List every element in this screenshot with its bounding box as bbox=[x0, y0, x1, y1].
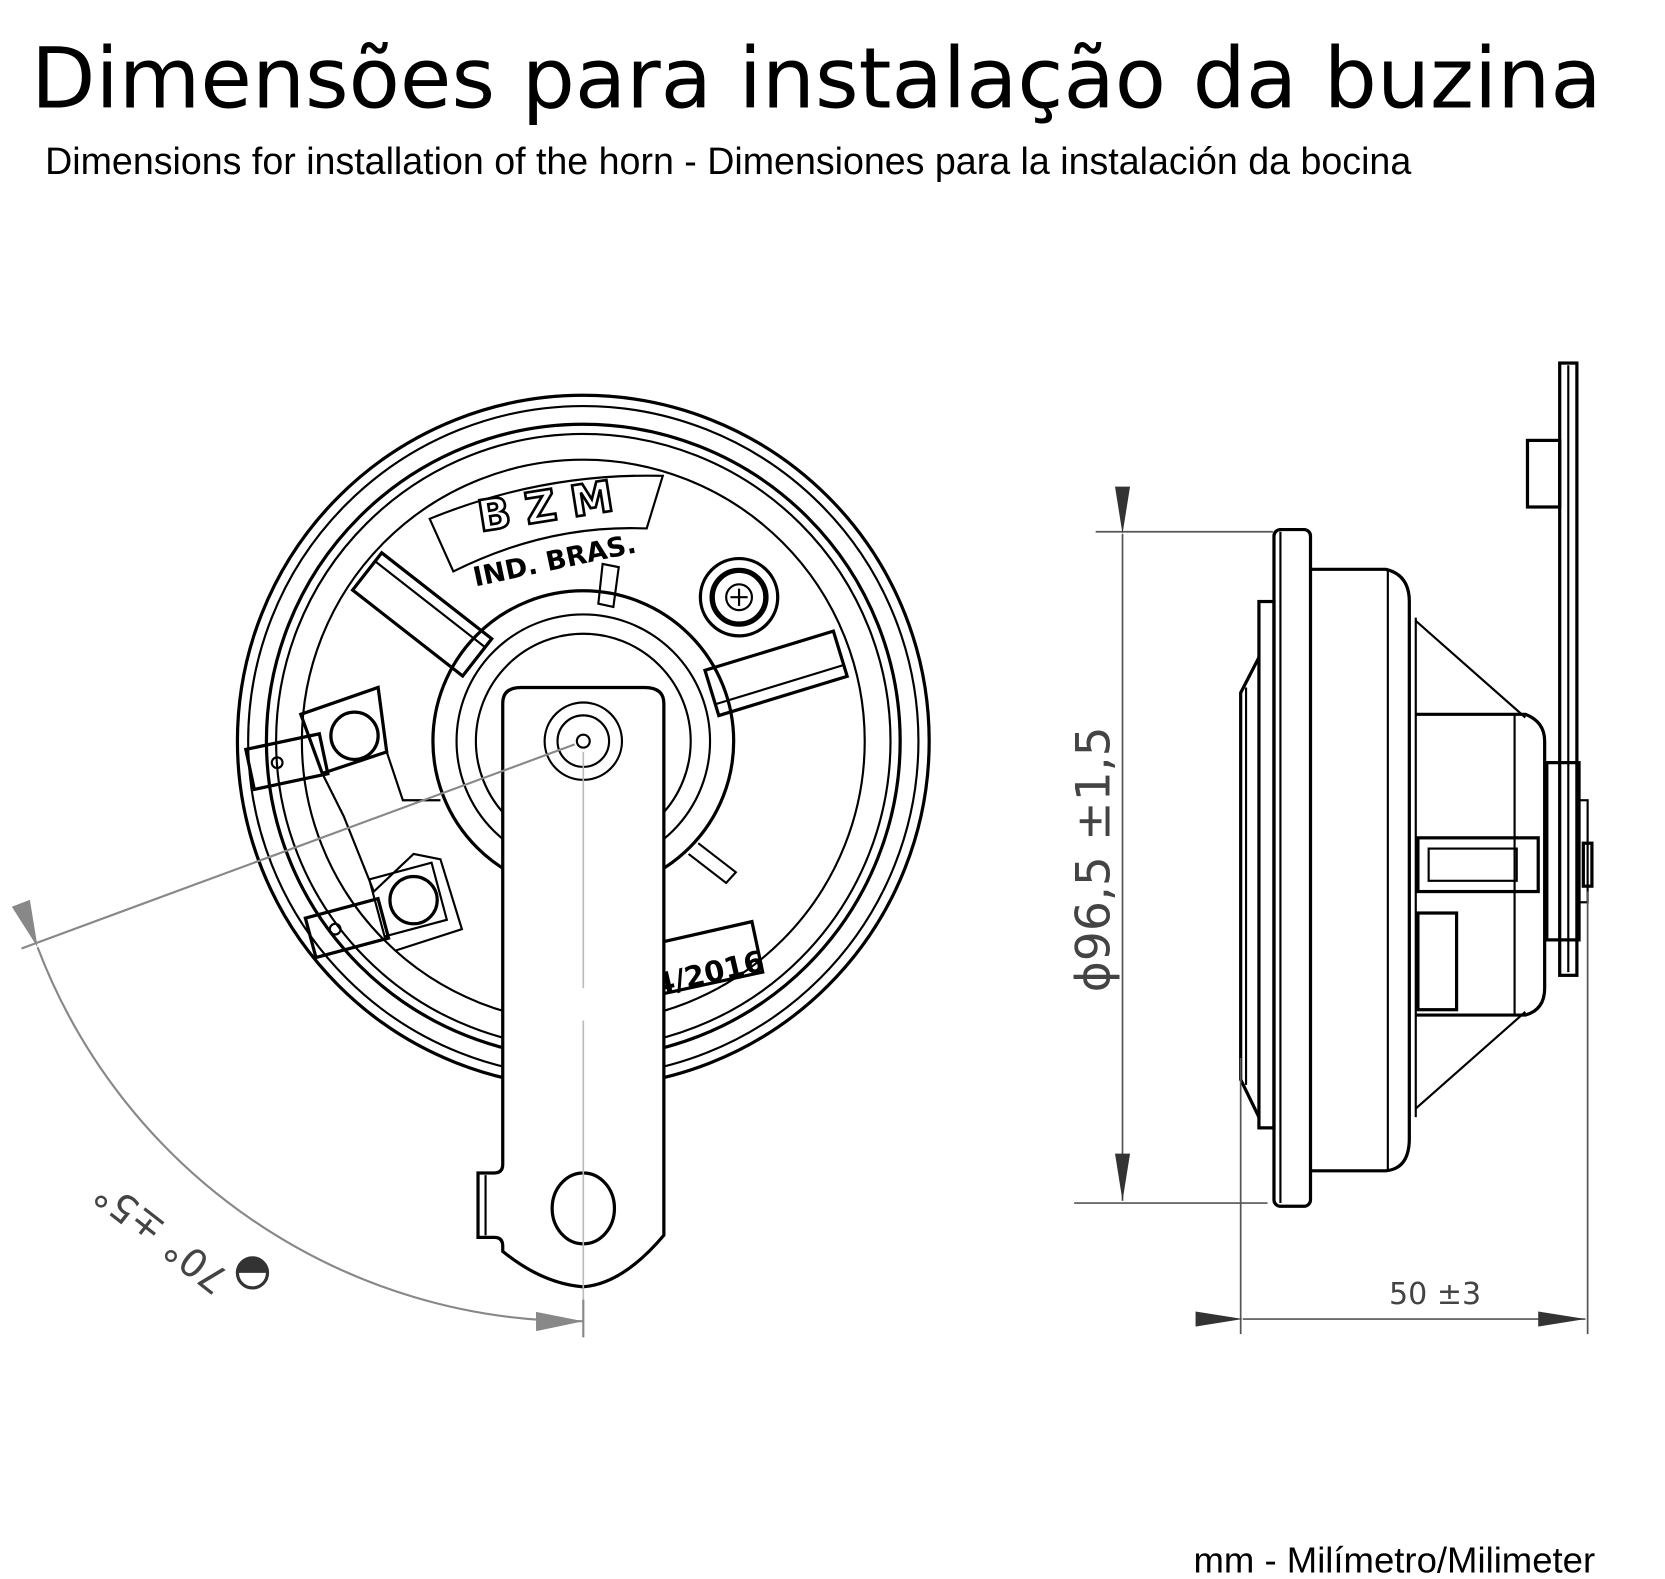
mounting-bracket bbox=[476, 685, 666, 1289]
logo-plate: B Z M IND. BRAS. bbox=[428, 470, 665, 593]
diameter-dimension-label: ϕ96,5 ±1,5 bbox=[1067, 726, 1122, 992]
terminal-upper bbox=[243, 685, 464, 952]
page-subtitle: Dimensions for installation of the horn … bbox=[45, 140, 1411, 182]
half-circle-symbol-icon bbox=[235, 1256, 270, 1290]
diameter-dimension: ϕ96,5 ±1,5 bbox=[1067, 486, 1273, 1204]
angle-dimension: 70° ±5° bbox=[11, 743, 585, 1338]
depth-dimension-label: 50 ±3 bbox=[1389, 1277, 1481, 1312]
side-view bbox=[1239, 361, 1594, 1208]
screw-icon bbox=[698, 556, 780, 638]
date-stamp: 4/2016 bbox=[651, 919, 767, 1002]
logo-brand: B Z M bbox=[474, 472, 617, 543]
page-title: Dimensões para instalação da buzina bbox=[31, 29, 1602, 127]
front-view: B Z M IND. BRAS. bbox=[235, 393, 931, 1338]
depth-dimension: 50 ±3 bbox=[1195, 891, 1589, 1335]
units-note: mm - Milímetro/Milimeter bbox=[1193, 1540, 1595, 1579]
angle-dimension-label: 70° ±5° bbox=[86, 1170, 238, 1302]
